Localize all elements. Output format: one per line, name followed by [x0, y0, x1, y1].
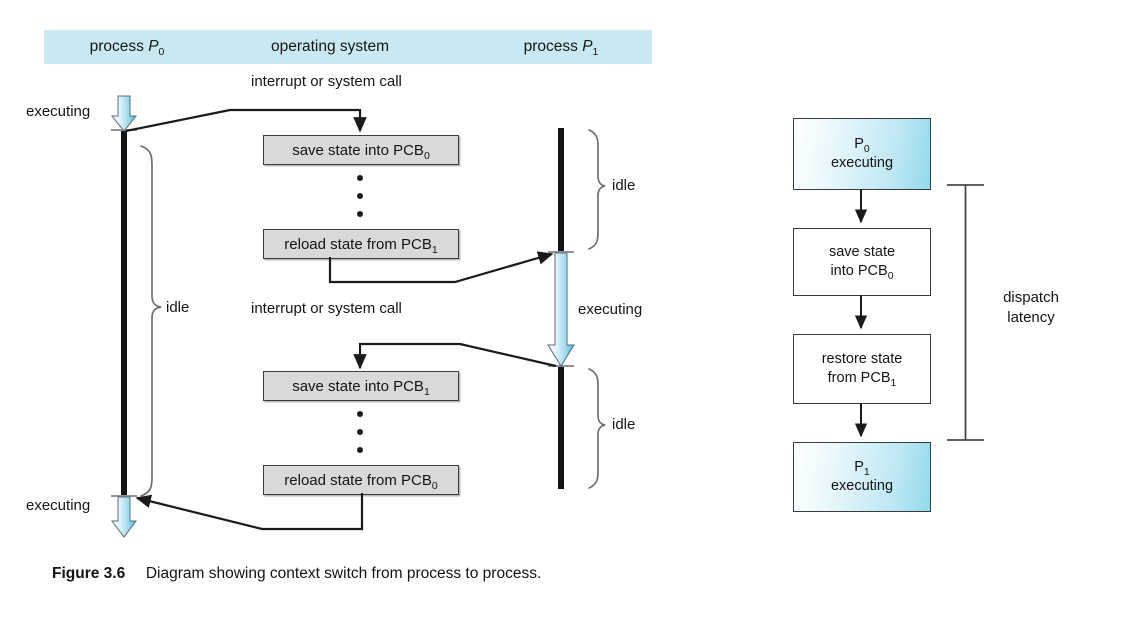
dispatch-latency-line-1: dispatch	[1003, 289, 1059, 306]
ellipsis-dot	[357, 175, 363, 181]
flow-box-1-line2: executing	[830, 155, 894, 171]
flow-box-2-line2: into PCB	[830, 263, 888, 279]
header-os-text: operating system	[270, 38, 390, 55]
label-executing-right: executing	[578, 301, 643, 318]
flow-box-p0-executing[interactable]: P0 executing	[793, 118, 931, 190]
connector-p0-to-save-state-pcb0	[125, 108, 367, 133]
osbox-4-sub: 0	[431, 479, 438, 492]
dispatch-latency-bracket	[947, 184, 984, 441]
timeline-p1-idle-bar-1	[558, 128, 564, 252]
timeline-p0-tick-bottom	[111, 495, 137, 497]
dispatch-latency-line-2: latency	[1007, 309, 1055, 327]
ellipsis-dot	[357, 429, 363, 435]
header-p0-sub: 0	[158, 46, 165, 58]
ellipsis-dot	[357, 193, 363, 199]
figure-caption: Figure 3.6 Diagram showing context switc…	[52, 565, 541, 583]
label-idle-right-2: idle	[612, 416, 636, 433]
reload-state-pcb1-box[interactable]: reload state from PCB1	[263, 229, 459, 259]
flow-box-2-sub2: 0	[887, 270, 894, 282]
osbox-2-text: reload state from PCB	[284, 235, 432, 253]
flow-box-4-line1: P	[854, 459, 864, 476]
label-interrupt-or-system-call-2: interrupt or system call	[251, 300, 402, 317]
figure-caption-label: Figure 3.6	[52, 565, 126, 582]
label-executing-bottom-left: executing	[26, 497, 91, 514]
save-state-pcb1-box[interactable]: save state into PCB1	[263, 371, 459, 401]
brace-idle-p0	[140, 145, 162, 497]
reload-state-pcb0-box[interactable]: reload state from PCB0	[263, 465, 459, 495]
header-band	[44, 30, 652, 64]
header-column-process-p1: process P1	[470, 30, 652, 64]
header-p1-prefix: process	[523, 38, 583, 55]
figure-caption-text: Diagram showing context switch from proc…	[145, 565, 542, 582]
header-column-operating-system: operating system	[214, 30, 446, 64]
brace-idle-p1-lower	[588, 368, 606, 489]
ellipsis-dot	[357, 411, 363, 417]
p0-executing-arrow-top	[110, 95, 138, 132]
flow-box-4-line2: executing	[830, 478, 894, 494]
osbox-1-text: save state into PCB	[292, 141, 424, 159]
flow-box-1-line1: P	[854, 136, 864, 153]
header-column-process-p0: process P0	[44, 30, 210, 64]
p0-executing-arrow-bottom	[111, 496, 137, 538]
timeline-p1-tick-top	[548, 251, 574, 253]
label-dispatch-latency: dispatch latency	[988, 288, 1074, 329]
header-p0-symbol: P	[148, 38, 159, 55]
osbox-4-text: reload state from PCB	[284, 471, 432, 489]
osbox-3-sub: 1	[423, 385, 430, 398]
flow-box-2-line1: save state	[828, 244, 896, 261]
header-p0-prefix: process	[89, 38, 149, 55]
flow-box-save-state-pcb0[interactable]: save state into PCB0	[793, 228, 931, 296]
header-p1-sub: 1	[592, 46, 599, 58]
flow-box-1-sub1: 0	[863, 143, 870, 156]
label-interrupt-or-system-call-1: interrupt or system call	[251, 73, 402, 90]
connector-reload-pcb0-to-p0	[135, 493, 364, 531]
save-state-pcb0-box[interactable]: save state into PCB0	[263, 135, 459, 165]
brace-idle-p1-upper	[588, 129, 606, 250]
label-executing-top-left: executing	[26, 103, 91, 120]
flow-box-3-sub2: 1	[890, 377, 897, 389]
flow-box-3-line1: restore state	[821, 351, 903, 368]
flow-box-restore-state-pcb1[interactable]: restore state from PCB1	[793, 334, 931, 404]
osbox-3-text: save state into PCB	[292, 377, 424, 395]
header-p1-symbol: P	[582, 38, 593, 55]
ellipsis-dot	[357, 447, 363, 453]
osbox-2-sub: 1	[431, 243, 438, 256]
timeline-p0-busy-bar	[121, 131, 127, 496]
ellipsis-dot	[357, 211, 363, 217]
connector-reload-pcb1-to-p1	[328, 251, 554, 284]
timeline-p1-idle-bar-2	[558, 367, 564, 489]
osbox-1-sub: 0	[423, 149, 430, 162]
label-idle-left: idle	[166, 299, 190, 316]
flow-box-3-line2: from PCB	[827, 370, 891, 386]
flow-box-p1-executing[interactable]: P1 executing	[793, 442, 931, 512]
connector-p1-to-save-state-pcb1	[353, 342, 557, 370]
p1-executing-arrow	[547, 252, 575, 367]
flow-box-4-sub1: 1	[863, 466, 870, 479]
label-idle-right-1: idle	[612, 177, 636, 194]
